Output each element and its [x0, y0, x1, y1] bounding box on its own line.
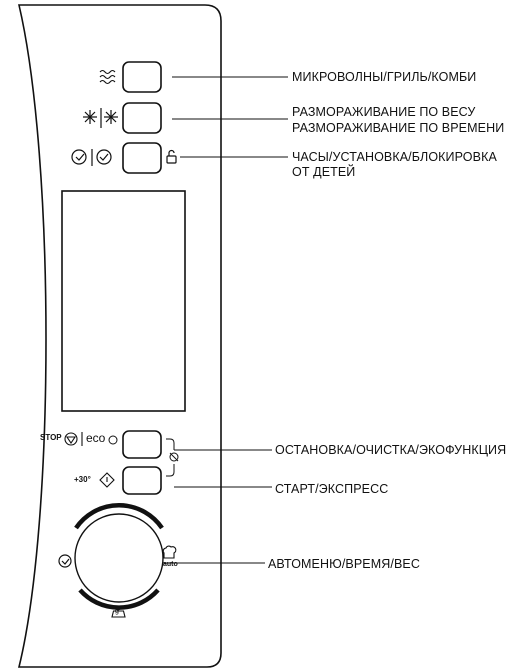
- panel-outline: [17, 4, 222, 668]
- callout-dial: АВТОМЕНЮ/ВРЕМЯ/ВЕС: [268, 557, 420, 571]
- chef-hat-icon: [162, 545, 177, 559]
- clock-button[interactable]: [122, 142, 162, 174]
- dial-ring-bottom: [78, 588, 160, 610]
- plus30-label: +30°: [74, 475, 91, 484]
- auto-label: auto: [163, 561, 178, 568]
- callout-start: СТАРТ/ЭКСПРЕСС: [275, 482, 389, 496]
- no-water-icon: [169, 452, 179, 462]
- clock-dial-icon: [58, 554, 72, 568]
- weight-icon: [111, 605, 126, 618]
- defrost-time-icon: [104, 110, 118, 124]
- eco-label: eco: [86, 431, 106, 445]
- padlock-icon: [166, 149, 177, 164]
- waves-icon: [99, 69, 116, 85]
- start-button[interactable]: [122, 466, 162, 495]
- stop-icon: [64, 432, 78, 446]
- dial-ring-top: [74, 503, 164, 530]
- callout-mode: МИКРОВОЛНЫ/ГРИЛЬ/КОМБИ: [292, 70, 477, 84]
- stop-label: STOP: [40, 433, 62, 442]
- defrost-weight-icon: [83, 110, 97, 124]
- callout-clock-line2: ОТ ДЕТЕЙ: [292, 165, 356, 179]
- defrost-button[interactable]: [122, 102, 162, 134]
- callout-defrost-weight: РАЗМОРАЖИВАНИЕ ПО ВЕСУ: [292, 105, 476, 119]
- display-window: [61, 190, 186, 412]
- combo-bracket: [166, 438, 175, 477]
- stop-button[interactable]: [122, 430, 162, 459]
- weight-label: g: [115, 608, 119, 615]
- clock-icon: [71, 149, 87, 165]
- callout-clock-line1: ЧАСЫ/УСТАНОВКА/БЛОКИРОВКА: [292, 150, 497, 164]
- mode-button[interactable]: [122, 61, 162, 93]
- callout-defrost-time: РАЗМОРАЖИВАНИЕ ПО ВРЕМЕНИ: [292, 121, 505, 135]
- start-icon: [99, 472, 115, 488]
- callout-stop: ОСТАНОВКА/ОЧИСТКА/ЭКОФУНКЦИЯ: [275, 443, 507, 457]
- dial-knob[interactable]: [74, 513, 164, 603]
- eco-icon: [108, 435, 118, 445]
- clock-check-icon: [96, 149, 112, 165]
